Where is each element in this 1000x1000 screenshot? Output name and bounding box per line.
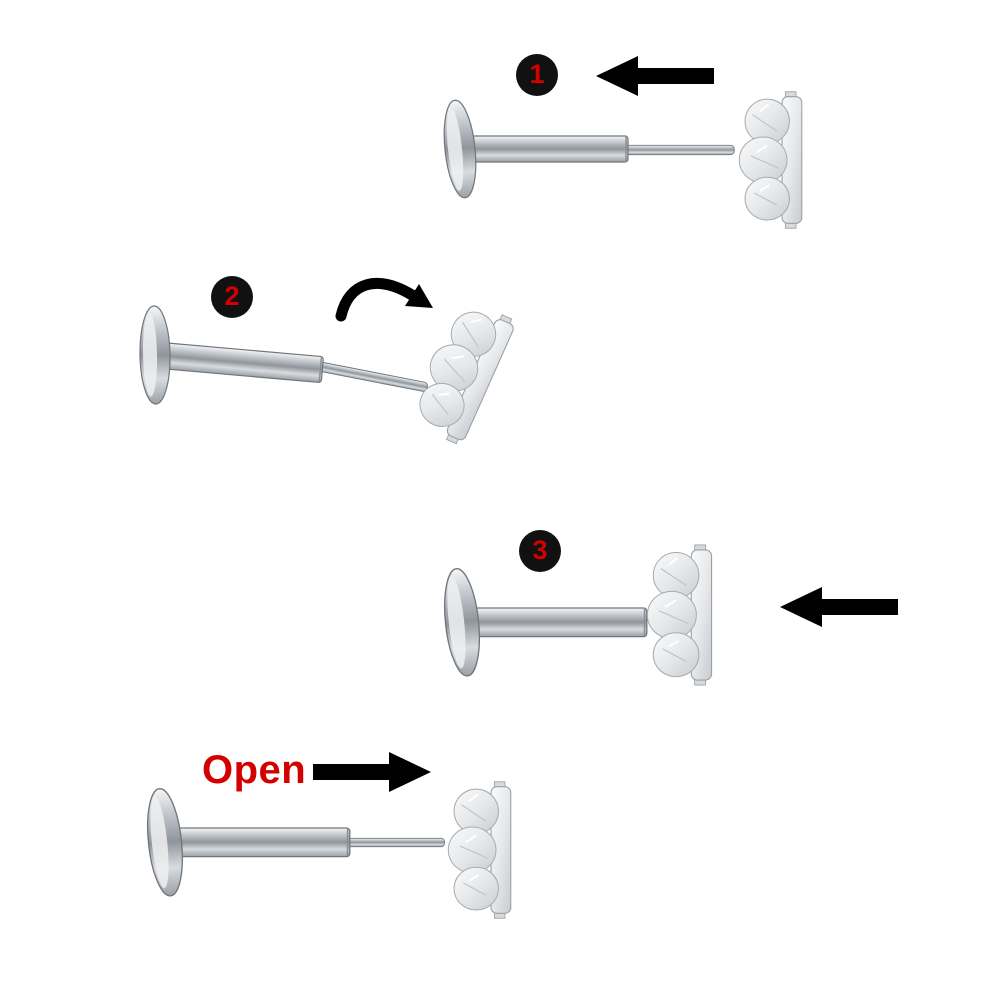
pin-illustration bbox=[318, 361, 429, 393]
gem-top-illustration bbox=[646, 543, 713, 687]
open-label: Open bbox=[202, 748, 307, 792]
gem-top-illustration bbox=[738, 90, 803, 230]
labret-stud-illustration bbox=[440, 566, 648, 679]
labret-stud-illustration bbox=[143, 786, 351, 899]
step-2-jewelry-illustration bbox=[130, 294, 519, 448]
step-2-badge: 2 bbox=[211, 276, 253, 318]
arrow-left-icon bbox=[596, 56, 714, 96]
gem-top-illustration bbox=[403, 294, 519, 448]
step-1-badge: 1 bbox=[516, 54, 558, 96]
arrow-left-icon bbox=[780, 587, 898, 627]
pin-illustration bbox=[347, 837, 445, 848]
labret-stud-illustration bbox=[130, 302, 328, 421]
pin-illustration bbox=[625, 144, 735, 156]
step-4-jewelry-illustration bbox=[143, 780, 512, 920]
gem-top-illustration bbox=[447, 780, 512, 920]
step-1-jewelry-illustration bbox=[440, 90, 803, 230]
step-1-number: 1 bbox=[529, 58, 545, 89]
step-3-badge: 3 bbox=[519, 530, 561, 572]
curved-arrow-icon bbox=[335, 277, 433, 322]
step-3-number: 3 bbox=[532, 534, 548, 565]
labret-stud-illustration bbox=[440, 97, 629, 201]
step-3-jewelry-illustration bbox=[440, 543, 713, 687]
arrow-right-icon bbox=[313, 752, 431, 792]
step-2-number: 2 bbox=[224, 280, 240, 311]
